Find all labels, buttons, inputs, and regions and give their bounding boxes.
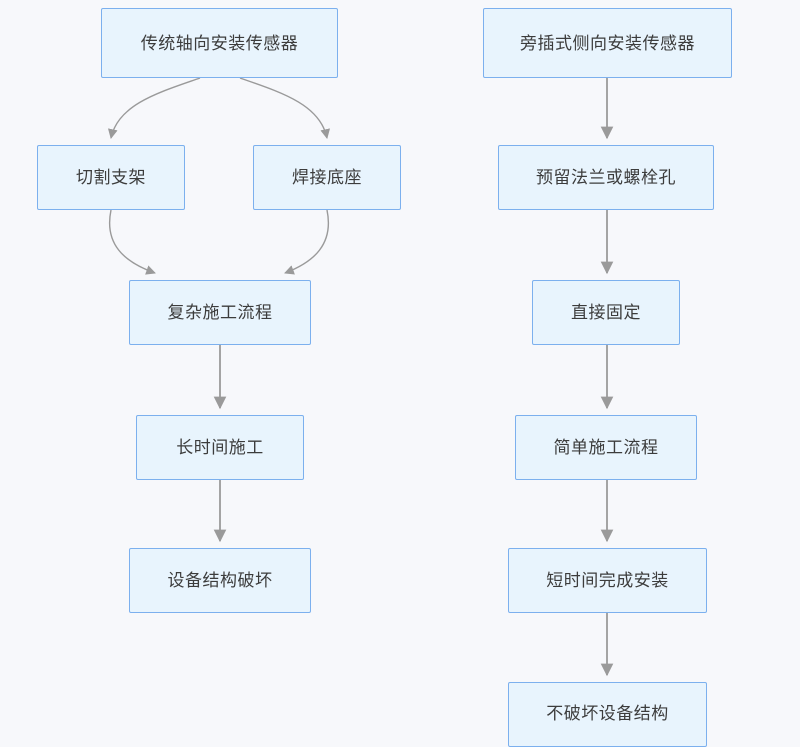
node-label: 设备结构破坏	[167, 571, 273, 590]
node-long-construction-time[interactable]: 长时间施工	[136, 415, 304, 480]
node-label: 长时间施工	[176, 438, 264, 457]
node-direct-fixing[interactable]: 直接固定	[532, 280, 680, 345]
node-label: 短时间完成安装	[546, 571, 669, 590]
node-simple-construction-process[interactable]: 简单施工流程	[515, 415, 697, 480]
node-cut-bracket[interactable]: 切割支架	[37, 145, 185, 210]
node-traditional-axial-sensor[interactable]: 传统轴向安装传感器	[101, 8, 338, 78]
node-label: 焊接底座	[292, 168, 362, 187]
node-weld-base[interactable]: 焊接底座	[253, 145, 401, 210]
node-label: 切割支架	[76, 168, 146, 187]
node-side-insert-lateral-sensor[interactable]: 旁插式侧向安装传感器	[483, 8, 732, 78]
node-label: 直接固定	[571, 303, 641, 322]
edge-trad-cut-to-complex	[108, 209, 156, 275]
node-label: 不破坏设备结构	[546, 703, 669, 723]
node-complex-construction-process[interactable]: 复杂施工流程	[129, 280, 311, 345]
edge-trad-root-to-cut	[107, 77, 201, 139]
edge-trad-weld-to-complex	[284, 209, 330, 275]
node-label: 复杂施工流程	[167, 303, 273, 322]
node-label: 旁插式侧向安装传感器	[520, 33, 695, 53]
node-label: 传统轴向安装传感器	[140, 33, 299, 53]
node-short-installation-time[interactable]: 短时间完成安装	[508, 548, 707, 613]
node-no-equipment-structure-damage[interactable]: 不破坏设备结构	[508, 682, 707, 747]
node-label: 简单施工流程	[553, 438, 659, 457]
node-equipment-structure-damage[interactable]: 设备结构破坏	[129, 548, 311, 613]
node-label: 预留法兰或螺栓孔	[536, 168, 676, 187]
node-reserved-flange-or-bolt-hole[interactable]: 预留法兰或螺栓孔	[498, 145, 714, 210]
edge-trad-root-to-weld	[239, 77, 331, 139]
